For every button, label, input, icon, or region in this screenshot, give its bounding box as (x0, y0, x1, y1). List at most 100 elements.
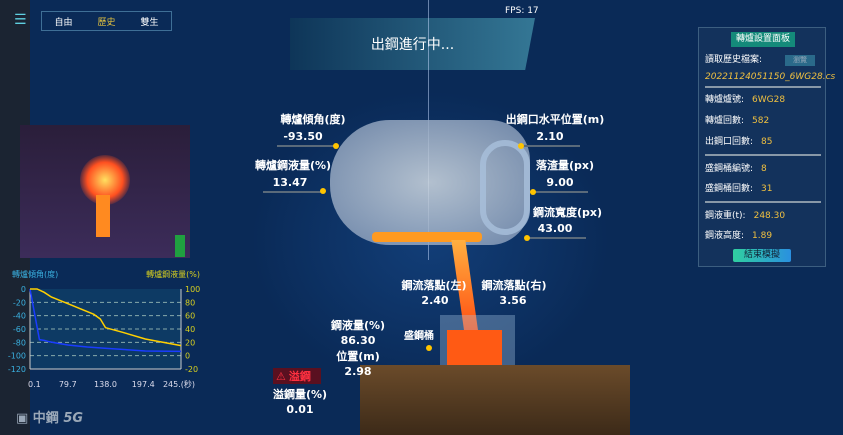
company-logo: ▣ 中鋼 5G (16, 411, 84, 426)
tap-hole-position-value: 2.10 (536, 130, 564, 143)
impact-left-label: 鋼流落點(左) (401, 279, 467, 292)
panel-row: 出鋼口回數: 85 (705, 137, 773, 148)
marker-dot (320, 188, 326, 194)
stream-width-label: 鋼流寬度(px) (532, 206, 603, 219)
divider (705, 201, 821, 203)
settings-sliders-icon[interactable]: ☰ (14, 12, 27, 28)
divider (530, 191, 588, 193)
y-left-tick-label: 0 (21, 285, 26, 294)
converter-molten-steel (372, 232, 482, 242)
x-tick-label: 245.(秒) (163, 379, 195, 389)
panel-row: 轉爐爐號: 6WG28 (705, 95, 785, 106)
x-tick-label: 79.7 (59, 380, 77, 389)
y-right-tick-label: 60 (185, 312, 195, 321)
marker-dot (333, 143, 339, 149)
marker-dot (426, 345, 432, 351)
y-right-tick-label: 0 (185, 352, 190, 361)
row-key: 盛鋼桶編號: (705, 164, 754, 174)
row-value: 85 (761, 137, 773, 147)
tap-hole-position-label: 出鋼口水平位置(m) (505, 113, 605, 126)
mode-history[interactable]: 歷史 (97, 17, 116, 28)
y-right-tick-label: 40 (185, 325, 195, 334)
ladle-position-label: 位置(m) (336, 350, 380, 363)
panel-row: 盛鋼桶編號: 8 (705, 164, 767, 175)
slag-label: 落渣量(px) (535, 159, 595, 172)
steel-level-value: 13.47 (272, 176, 308, 189)
y-right-axis-label: 轉爐鋼液量(%) (146, 269, 200, 279)
stream-width-value: 43.00 (537, 222, 573, 235)
panel-row: 鋼液重(t): 248.30 (705, 211, 785, 222)
panel-title: 轉爐設置面板 (731, 32, 796, 47)
slag-value: 9.00 (546, 176, 574, 189)
mode-switch[interactable]: 自由 歷史 雙生 (41, 11, 172, 31)
row-value: 6WG28 (752, 95, 786, 105)
x-tick-label: 0.1 (28, 380, 41, 389)
row-key: 鋼液重(t): (705, 211, 746, 221)
divider (263, 191, 323, 193)
status-text: 出鋼進行中... (370, 37, 455, 53)
row-value: 1.89 (752, 231, 773, 241)
warning-icon: ⚠ (276, 369, 286, 383)
panel-row: 轉爐回數: 582 (705, 116, 769, 127)
end-simulation-button[interactable]: 結束模擬 (733, 249, 791, 262)
mode-free[interactable]: 自由 (54, 17, 73, 28)
row-key: 出鋼口回數: (705, 137, 754, 147)
panel-row: 鋼液高度: 1.89 (705, 231, 772, 242)
tilt-angle-value: -93.50 (283, 130, 323, 143)
overflow-value: 0.01 (286, 403, 314, 416)
panel-row: 盛鋼桶回數: 31 (705, 184, 773, 195)
row-key: 轉爐回數: (705, 116, 745, 126)
fps-counter: FPS: 17 (505, 6, 539, 16)
y-left-tick-label: -80 (13, 338, 26, 347)
y-left-tick-label: -60 (13, 325, 26, 334)
marker-dot (524, 235, 530, 241)
divider (528, 237, 586, 239)
browse-button[interactable]: 瀏覽 (785, 55, 815, 66)
history-file-name: 20221124051150_6WG28.cs (705, 72, 836, 82)
impact-right-label: 鋼流落點(右) (481, 279, 547, 292)
row-key: 鋼液高度: (705, 231, 745, 241)
y-left-tick-label: -100 (8, 352, 26, 361)
steel-level-series-line (30, 288, 182, 347)
ladle-name: 盛鋼桶 (404, 331, 434, 342)
settings-panel: 轉爐設置面板 讀取歷史檔案: 瀏覽 20221124051150_6WG28.c… (698, 27, 835, 267)
y-left-tick-label: -20 (13, 298, 26, 307)
x-tick-label: 197.4 (132, 380, 155, 389)
history-file-label: 讀取歷史檔案: (705, 55, 763, 65)
y-right-tick-label: 20 (185, 338, 195, 347)
y-right-tick-label: -20 (185, 365, 198, 374)
row-key: 轉爐爐號: (705, 95, 745, 105)
steel-level-label: 轉爐鋼液量(%) (254, 159, 332, 172)
divider (705, 154, 821, 156)
thermal-camera-view (20, 125, 190, 258)
impact-right-value: 3.56 (499, 294, 527, 307)
tilt-angle-series-line (29, 288, 182, 353)
row-value: 248.30 (753, 211, 786, 221)
ladle-position-value: 2.98 (344, 365, 372, 378)
y-right-tick-label: 80 (185, 298, 195, 307)
tilt-angle-label: 轉爐傾角(度) (280, 113, 346, 126)
y-left-axis-label: 轉爐傾角(度) (12, 269, 58, 279)
ladle-cart (360, 365, 630, 435)
row-key: 盛鋼桶回數: (705, 184, 754, 194)
row-value: 31 (761, 184, 773, 194)
row-value: 582 (752, 116, 770, 126)
mode-twin[interactable]: 雙生 (140, 17, 159, 28)
y-left-tick-label: -120 (8, 365, 26, 374)
ladle-level-label: 鋼液量(%) (330, 319, 386, 332)
overflow-warning-text: 溢鋼 (288, 369, 311, 383)
overflow-warning-badge: ⚠溢鋼 (273, 368, 321, 384)
divider (277, 145, 335, 147)
divider (522, 145, 580, 147)
ladle-level-value: 86.30 (340, 334, 376, 347)
converter-mouth (480, 140, 530, 235)
y-left-tick-label: -40 (13, 312, 26, 321)
overflow-label: 溢鋼量(%) (272, 388, 328, 401)
x-tick-label: 138.0 (94, 380, 117, 389)
impact-left-value: 2.40 (421, 294, 449, 307)
plot-area (30, 289, 181, 369)
marker-dot (518, 143, 524, 149)
marker-dot (530, 189, 536, 195)
row-value: 8 (761, 164, 767, 174)
